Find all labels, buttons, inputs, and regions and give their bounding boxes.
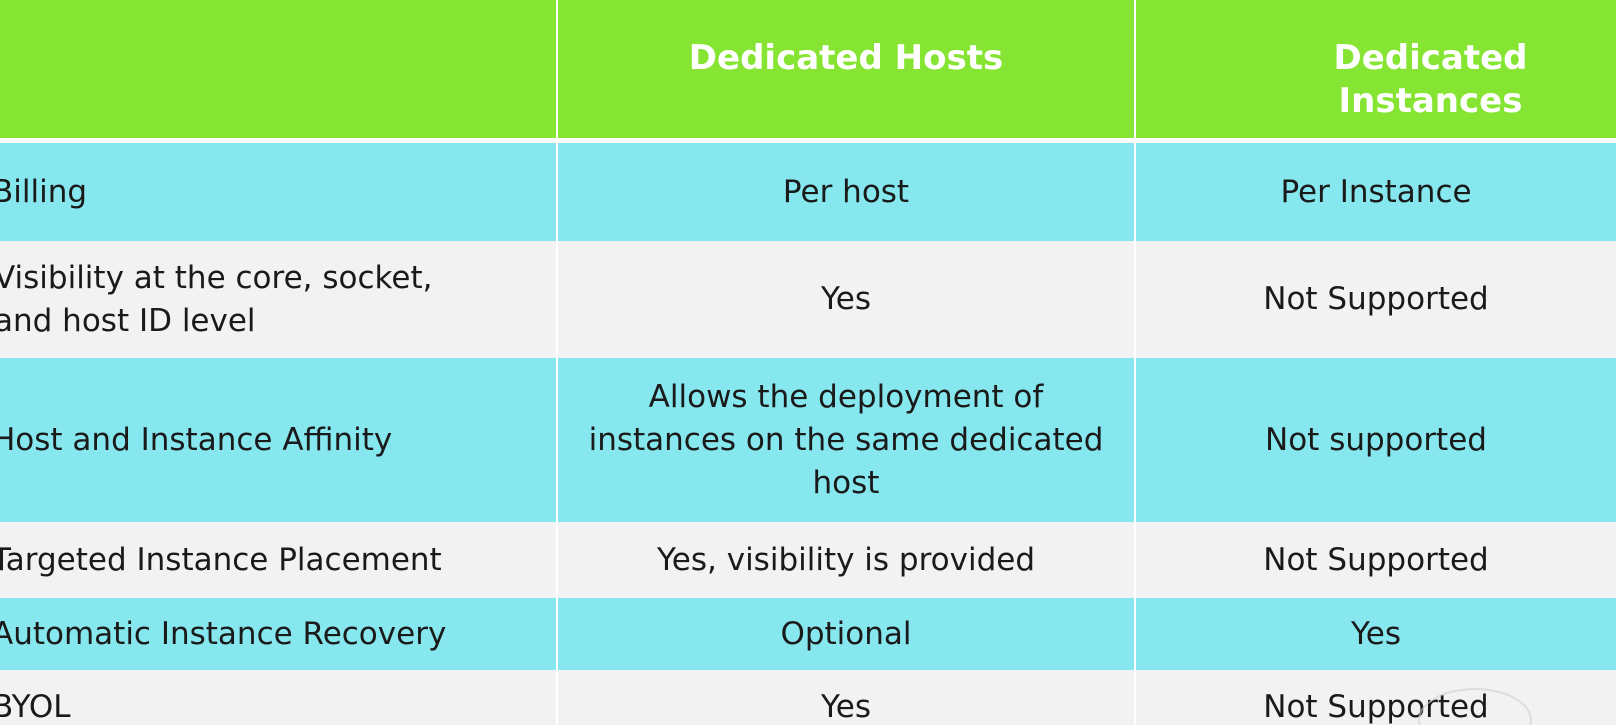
- header-cell-feature: [0, 0, 556, 138]
- table-row: Billing Per host Per Instance: [0, 143, 1616, 241]
- hosts-cell: Yes: [556, 241, 1134, 358]
- feature-label: BYOL: [0, 689, 71, 725]
- feature-cell: BYOL: [0, 670, 556, 725]
- hosts-cell: Allows the deployment of instances on th…: [556, 358, 1134, 522]
- hosts-cell: Optional: [556, 598, 1134, 670]
- feature-label: Host and Instance Affinity: [0, 421, 393, 458]
- feature-cell: Billing: [0, 143, 556, 241]
- table-row: Visibility at the core, socket, and host…: [0, 241, 1616, 358]
- instances-cell: Yes: [1134, 598, 1616, 670]
- hosts-cell: Yes: [556, 670, 1134, 725]
- instances-cell: Per Instance: [1134, 143, 1616, 241]
- feature-cell: Targeted Instance Placement: [0, 522, 556, 598]
- hosts-cell: Per host: [556, 143, 1134, 241]
- instances-cell: Not Supported: [1134, 670, 1616, 725]
- feature-label: Targeted Instance Placement: [0, 541, 442, 578]
- table-row: Targeted Instance Placement Yes, visibil…: [0, 522, 1616, 598]
- table-row: Host and Instance Affinity Allows the de…: [0, 358, 1616, 522]
- instances-cell: Not Supported: [1134, 522, 1616, 598]
- table-header-row: Dedicated Hosts Dedicated Instances: [0, 0, 1616, 138]
- feature-cell: Host and Instance Affinity: [0, 358, 556, 522]
- hosts-cell: Yes, visibility is provided: [556, 522, 1134, 598]
- table-row: Automatic Instance Recovery Optional Yes: [0, 598, 1616, 670]
- feature-label: Automatic Instance Recovery: [0, 615, 447, 652]
- table-row: BYOL Yes Not Supported: [0, 670, 1616, 725]
- feature-cell: Visibility at the core, socket, and host…: [0, 241, 556, 358]
- feature-label: Visibility at the core, socket, and host…: [0, 259, 433, 339]
- instances-cell: Not supported: [1134, 358, 1616, 522]
- header-divider: [0, 138, 1616, 143]
- feature-label: Billing: [0, 173, 88, 210]
- header-cell-dedicated-hosts: Dedicated Hosts: [556, 0, 1134, 138]
- feature-cell: Automatic Instance Recovery: [0, 598, 556, 670]
- instances-cell: Not Supported: [1134, 241, 1616, 358]
- header-cell-dedicated-instances: Dedicated Instances: [1134, 0, 1616, 138]
